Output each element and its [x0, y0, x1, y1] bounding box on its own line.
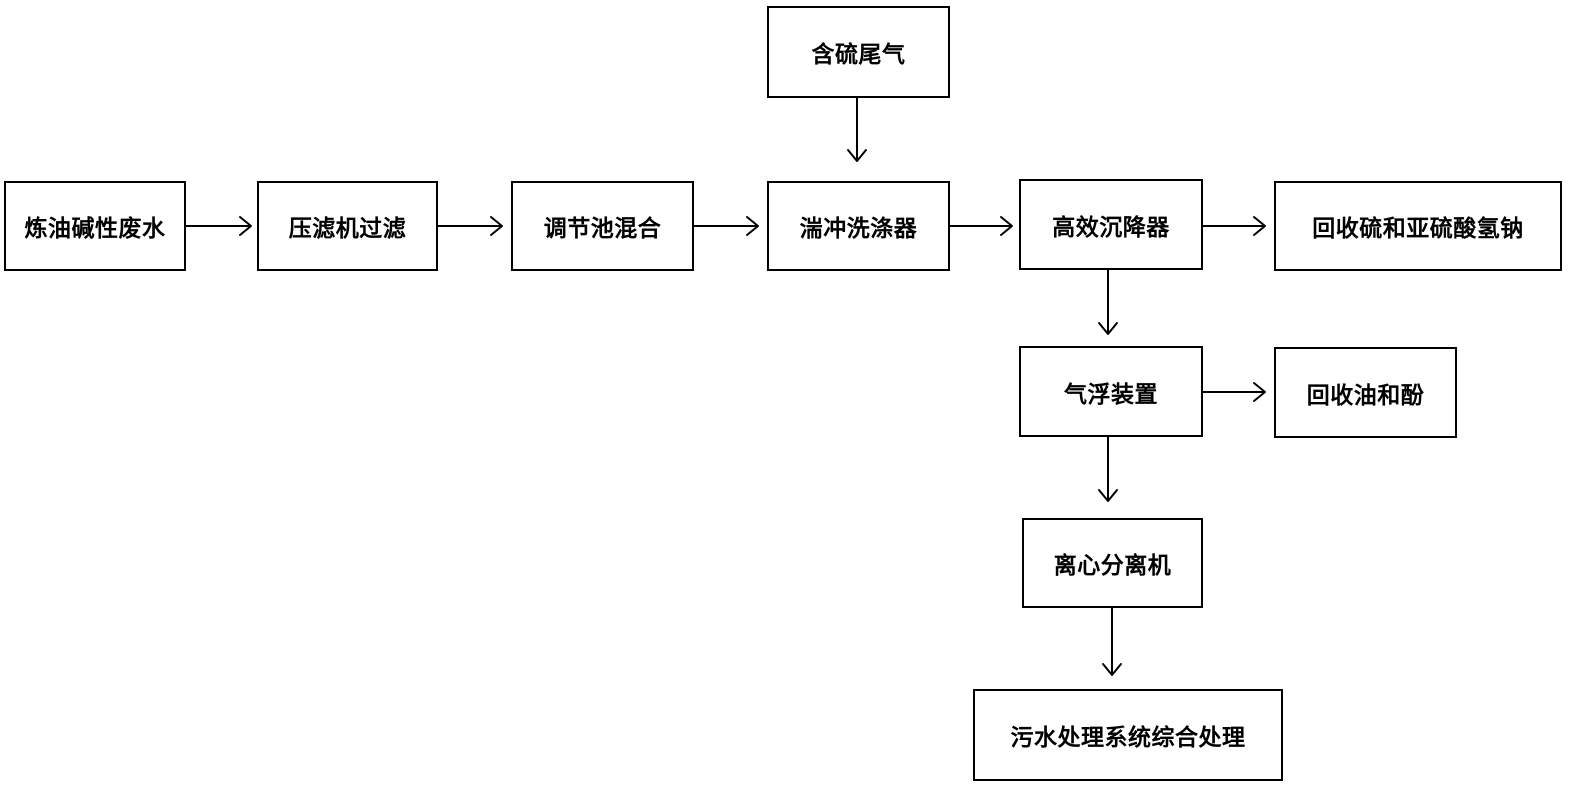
- node-equalization-tank: 调节池混合: [511, 181, 694, 271]
- arrow-centrifuge-to-treatment: [1102, 607, 1122, 676]
- node-air-flotation-label: 气浮装置: [1064, 381, 1158, 408]
- node-filter-press-label: 压滤机过滤: [288, 216, 407, 242]
- arrow-filterpress-to-equalization: [437, 216, 503, 236]
- node-equalization-tank-label: 调节池混合: [543, 216, 662, 242]
- node-wastewater-treatment: 污水处理系统综合处理: [973, 689, 1283, 781]
- arrow-tailgas-to-scrubber: [847, 97, 867, 162]
- arrow-settler-to-flotation: [1098, 269, 1118, 335]
- arrow-flotation-to-centrifuge: [1098, 436, 1118, 502]
- arrow-flotation-to-recover-oil: [1202, 382, 1266, 402]
- node-wastewater-treatment-label: 污水处理系统综合处理: [1010, 725, 1246, 751]
- node-turbulent-scrubber-label: 湍冲洗涤器: [799, 216, 918, 242]
- node-high-efficiency-settler: 高效沉降器: [1019, 179, 1203, 270]
- node-filter-press: 压滤机过滤: [257, 181, 438, 271]
- node-air-flotation: 气浮装置: [1019, 346, 1203, 437]
- arrow-settler-to-recover-sulfur: [1202, 216, 1266, 236]
- node-centrifuge-label: 离心分离机: [1053, 553, 1172, 579]
- node-centrifuge: 离心分离机: [1022, 518, 1203, 608]
- node-recover-sulfur-bisulfite-label: 回收硫和亚硫酸氢钠: [1312, 216, 1524, 242]
- node-sulfur-tail-gas: 含硫尾气: [767, 6, 950, 98]
- node-high-efficiency-settler-label: 高效沉降器: [1052, 214, 1170, 241]
- node-waste-water-label: 炼油碱性废水: [24, 216, 166, 242]
- node-recover-sulfur-bisulfite: 回收硫和亚硫酸氢钠: [1274, 181, 1562, 271]
- node-recover-oil-phenol-label: 回收油和酚: [1306, 382, 1425, 409]
- node-waste-water: 炼油碱性废水: [4, 181, 186, 271]
- node-recover-oil-phenol: 回收油和酚: [1274, 347, 1457, 438]
- arrow-wastewater-to-filterpress: [185, 216, 252, 236]
- node-sulfur-tail-gas-label: 含硫尾气: [811, 42, 906, 68]
- arrow-scrubber-to-settler: [949, 216, 1013, 236]
- node-turbulent-scrubber: 湍冲洗涤器: [767, 181, 950, 271]
- arrow-equalization-to-scrubber: [693, 216, 759, 236]
